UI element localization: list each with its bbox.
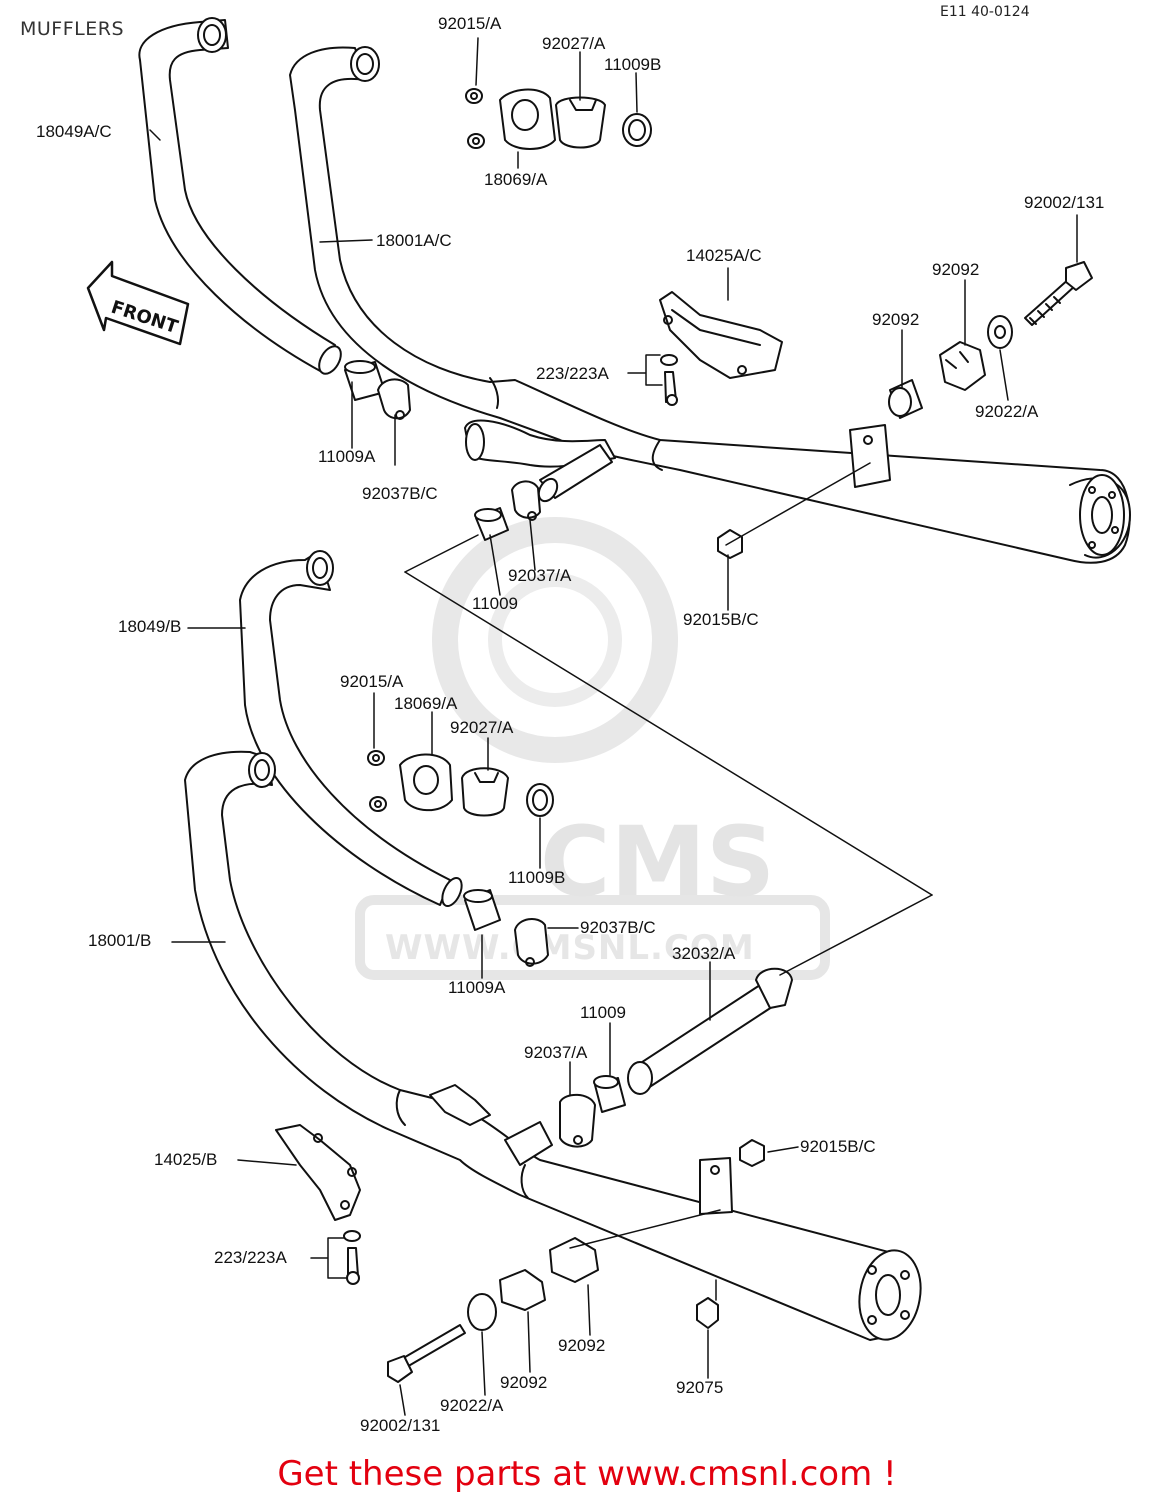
label-92015A-top: 92015/A <box>438 14 502 33</box>
label-18069A-top: 18069/A <box>484 170 548 189</box>
label-14025AC: 14025A/C <box>686 246 762 265</box>
label-18001B: 18001/B <box>88 931 152 950</box>
label-92027A-mid: 92027/A <box>450 718 514 737</box>
diagram-title: MUFFLERS <box>20 18 125 40</box>
label-92075: 92075 <box>676 1378 724 1397</box>
front-arrow: FRONT <box>86 260 190 346</box>
footer-link-text[interactable]: Get these parts at www.cmsnl.com ! <box>277 1454 897 1494</box>
label-11009-mid: 11009 <box>580 1003 627 1022</box>
watermark-brand: CMS <box>540 806 776 918</box>
label-18069A-mid: 18069/A <box>394 694 458 713</box>
label-92092-b: 92092 <box>872 310 920 329</box>
muffler-assembly-top <box>289 46 1131 564</box>
label-92037BC-mid: 92037B/C <box>580 918 656 937</box>
watermark-url: WWW.CMSNL.COM <box>385 928 755 968</box>
label-18001AC: 18001A/C <box>376 231 452 250</box>
label-92015BC-bot: 92015B/C <box>800 1137 876 1156</box>
label-92037A-top: 92037/A <box>508 566 572 585</box>
leader-lines <box>149 37 1078 1416</box>
label-11009B-mid: 11009B <box>508 868 566 887</box>
label-11009B-top: 11009B <box>604 55 662 74</box>
label-11009A-mid: 11009A <box>448 978 506 997</box>
label-92015BC-top: 92015B/C <box>683 610 759 629</box>
label-223-top: 223/223A <box>536 364 609 383</box>
label-92022A-bot: 92022/A <box>440 1396 504 1415</box>
label-92027A-top: 92027/A <box>542 34 606 53</box>
label-18049B: 18049/B <box>118 617 182 636</box>
header-pipe-18049AC <box>138 17 342 375</box>
drawing-code: E11 40-0124 <box>940 4 1030 20</box>
muffler-assembly-bottom <box>184 750 922 1341</box>
label-223-bot: 223/223A <box>214 1248 287 1267</box>
label-92022A-top: 92022/A <box>975 402 1039 421</box>
label-11009A-top: 11009A <box>318 447 376 466</box>
label-92037A-mid: 92037/A <box>524 1043 588 1062</box>
label-92002-131-top: 92002/131 <box>1024 193 1105 212</box>
crossref-lines <box>404 462 933 1249</box>
label-92037BC-top: 92037B/C <box>362 484 438 503</box>
label-11009-top: 11009 <box>472 594 519 613</box>
label-92092-a: 92092 <box>932 260 980 279</box>
label-92002-131-bot: 92002/131 <box>360 1416 441 1435</box>
label-92015A-mid: 92015/A <box>340 672 404 691</box>
label-92092-d: 92092 <box>500 1373 548 1392</box>
gasket-parts-bottom <box>275 750 793 1383</box>
label-32032A: 32032/A <box>672 944 736 963</box>
gasket-parts-top <box>344 88 1093 559</box>
label-18049AC: 18049A/C <box>36 122 112 141</box>
header-pipe-18049B <box>239 550 463 908</box>
label-92092-c: 92092 <box>558 1336 606 1355</box>
label-14025B: 14025/B <box>154 1150 218 1169</box>
